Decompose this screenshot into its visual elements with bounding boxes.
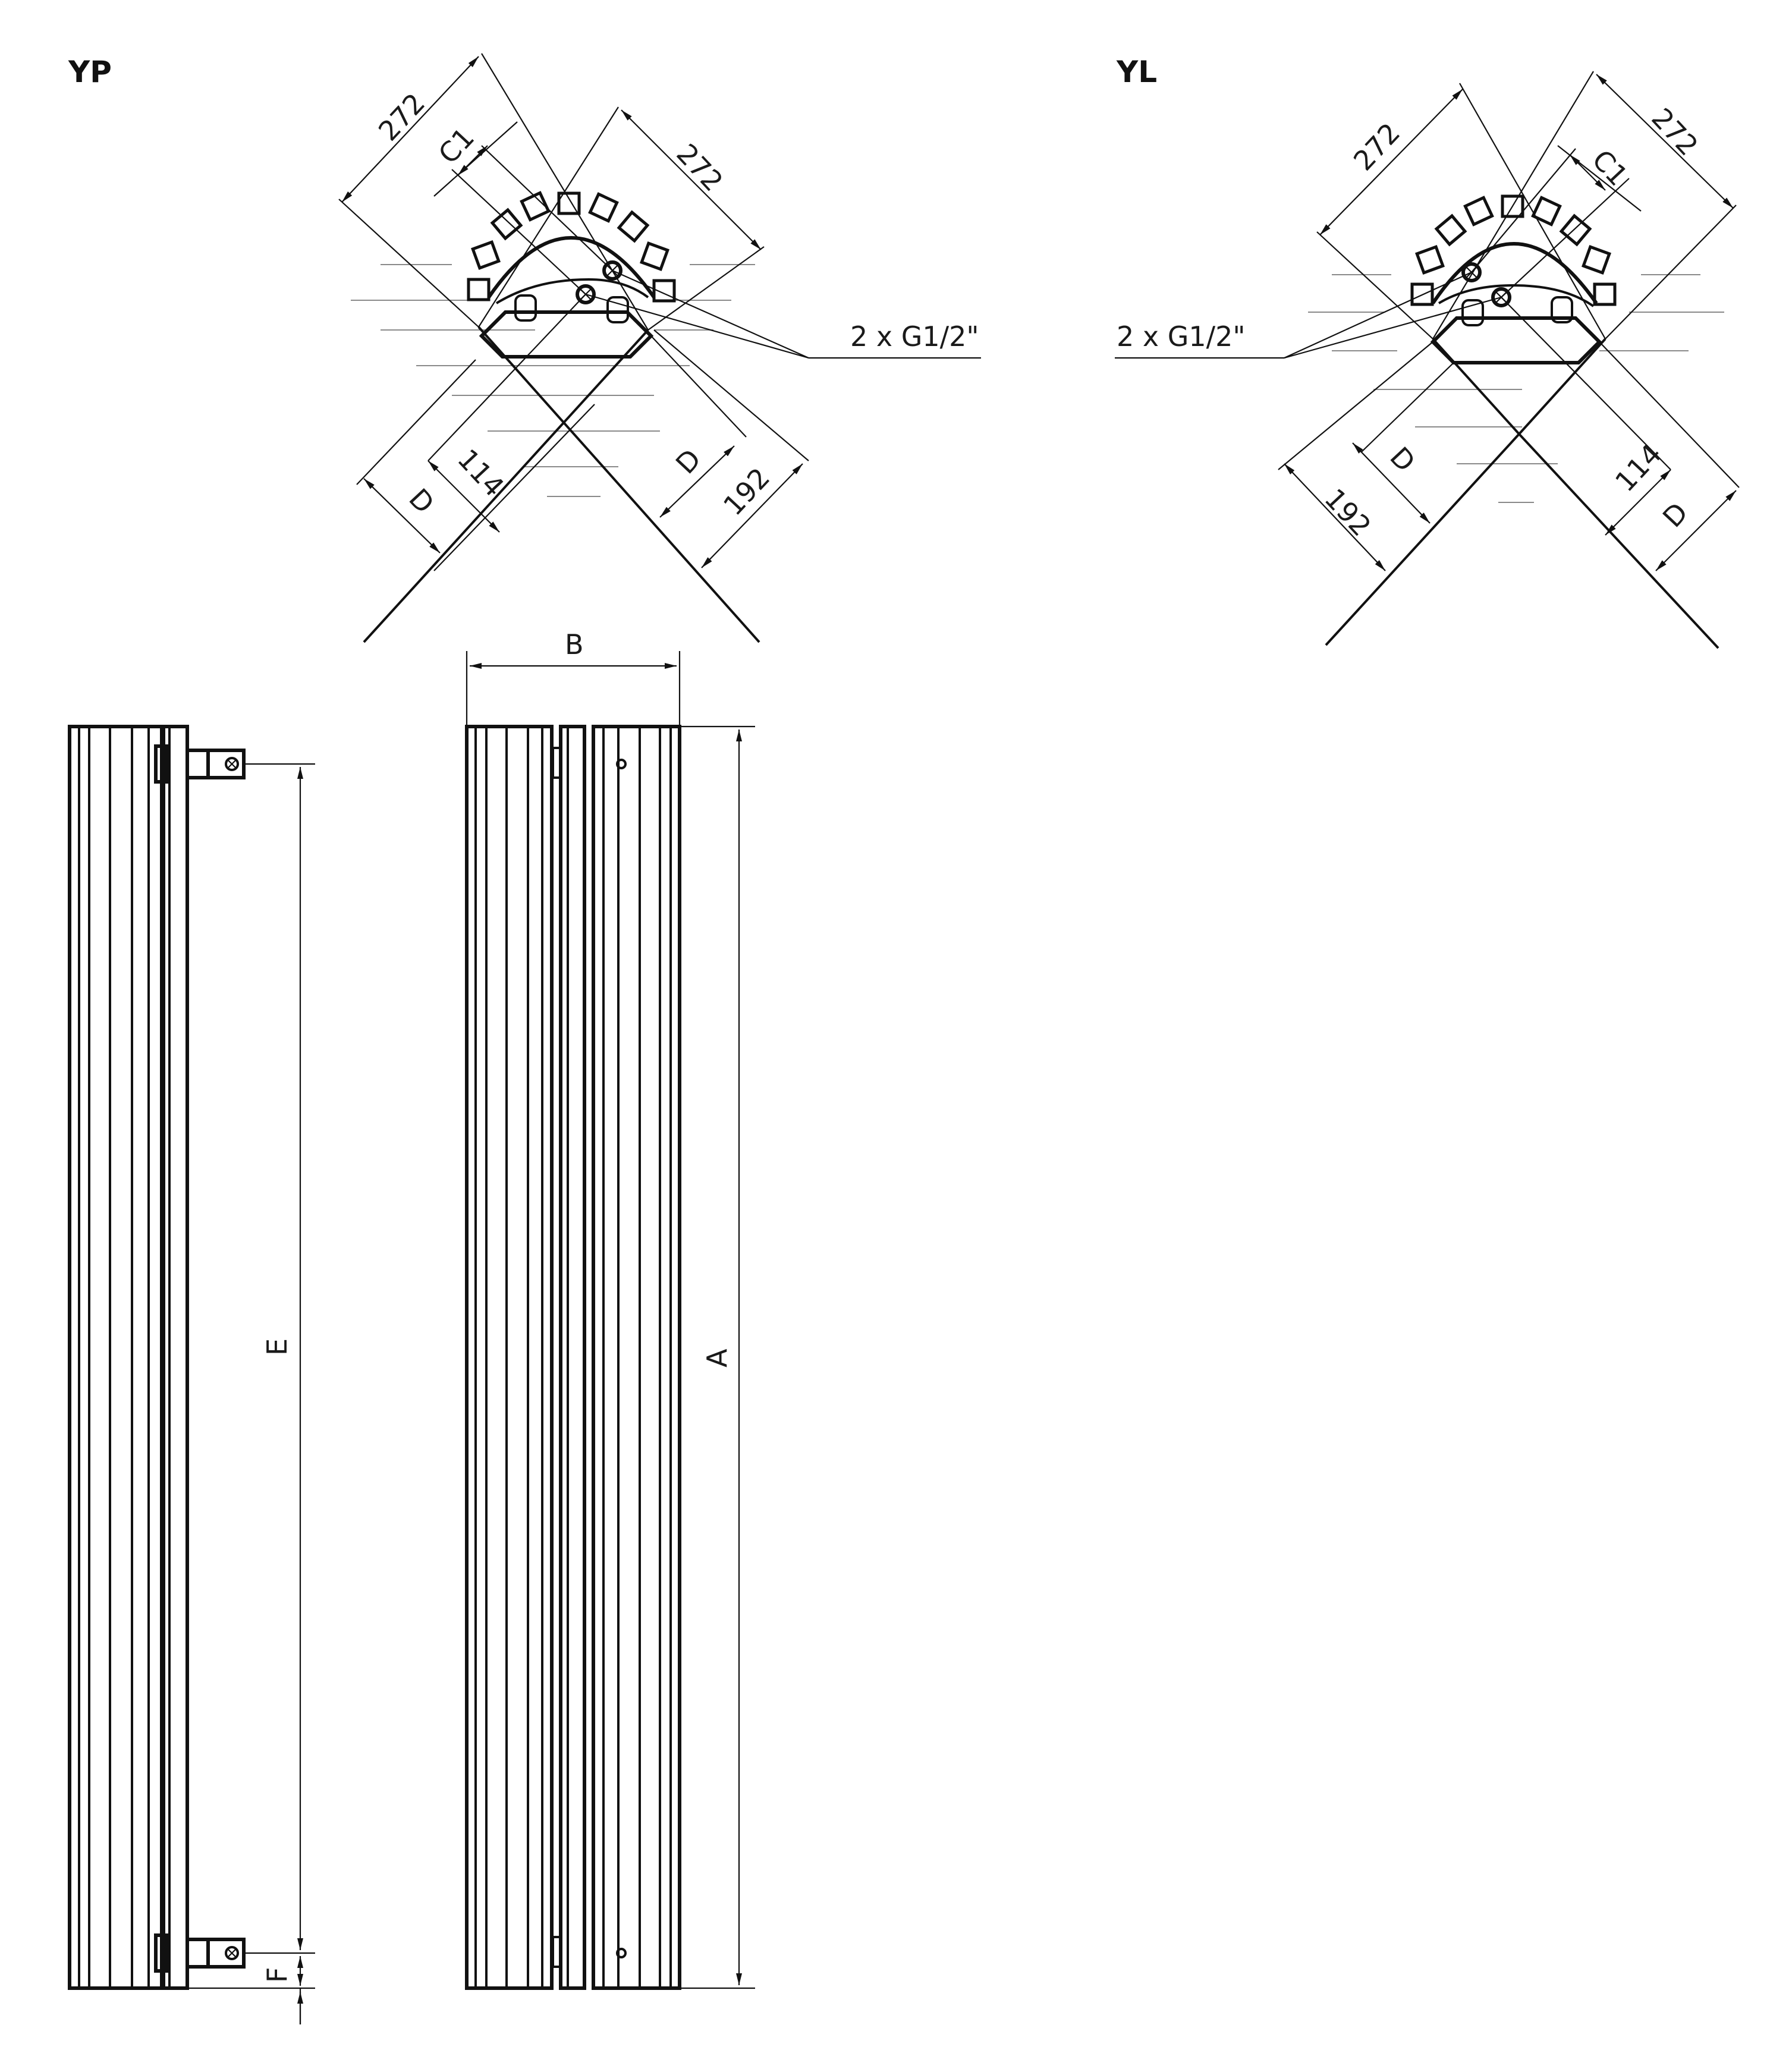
front-dim-a-label: A — [701, 1348, 733, 1367]
yp-radiator-arc — [487, 236, 656, 298]
front-collector — [559, 725, 586, 1990]
yp-dim-272-left-label: 272 — [372, 87, 431, 147]
yl-dim-272-right — [1432, 71, 1737, 339]
yl-dim-114 — [1501, 297, 1671, 536]
yp-connection-leader — [585, 269, 981, 359]
yl-plan-view: YL — [1115, 55, 1740, 649]
yp-dim-d-left — [356, 359, 595, 571]
yp-connection-label: 2 x G1/2" — [850, 320, 979, 353]
yp-dim-114-label: 114 — [451, 443, 510, 503]
side-dim-f — [187, 1956, 315, 2024]
front-left-fins — [474, 727, 543, 1988]
yl-bracket-right — [1551, 296, 1573, 323]
yl-dim-192 — [1278, 341, 1433, 571]
front-elevation: B A — [465, 628, 755, 1990]
side-elevation: E F — [68, 725, 315, 2024]
yp-dim-d-right-label: D — [669, 443, 708, 480]
front-dim-b — [466, 651, 681, 725]
yp-fins — [467, 191, 676, 303]
yp-plan-view: YP — [68, 53, 981, 643]
yp-dim-272-right — [478, 106, 765, 331]
side-dim-e — [244, 763, 315, 1954]
yp-bracket-left — [514, 294, 537, 322]
yl-dim-272-left — [1316, 83, 1606, 339]
yl-title: YL — [1116, 55, 1157, 89]
yl-dim-c1 — [1471, 145, 1642, 298]
yl-connection-leader — [1115, 271, 1502, 359]
side-dim-f-label: F — [261, 1967, 293, 1983]
yl-dim-272-left-label: 272 — [1347, 117, 1406, 177]
yl-dim-d-left — [1352, 362, 1454, 524]
yl-connection-label: 2 x G1/2" — [1117, 320, 1246, 353]
yp-dim-114 — [427, 294, 586, 533]
front-dim-b-label: B — [565, 628, 584, 661]
yp-dim-272-right-label: 272 — [670, 137, 729, 197]
yl-dim-d-left-label: D — [1384, 441, 1422, 478]
yl-radiator-inner — [1438, 284, 1595, 307]
yp-radiator-inner — [495, 278, 649, 304]
yp-dim-d-left-label: D — [403, 482, 441, 520]
yp-radiator-base — [479, 310, 654, 359]
yp-dim-d-right — [650, 335, 747, 518]
yl-dim-114-label: 114 — [1609, 438, 1668, 498]
yp-dim-192-label: 192 — [717, 461, 776, 521]
yp-dim-c1-label: C1 — [432, 121, 480, 170]
yp-title: YP — [68, 55, 112, 89]
side-collector — [162, 725, 189, 1990]
front-right-panel — [592, 725, 681, 1990]
front-left-panel — [465, 725, 554, 1990]
yp-wall-hatch — [351, 264, 755, 497]
yl-bracket-left — [1461, 299, 1484, 326]
yl-wall-hatch — [1308, 274, 1724, 503]
yl-dim-d-right — [1599, 341, 1740, 571]
yp-dim-c1 — [433, 121, 613, 295]
front-fittings — [552, 747, 627, 1968]
yl-corner-walls — [1325, 338, 1719, 649]
yl-dim-272-right-label: 272 — [1645, 102, 1704, 162]
front-dim-a — [680, 725, 755, 1989]
yl-dim-d-right-label: D — [1656, 496, 1694, 534]
yl-radiator-arc — [1431, 242, 1598, 304]
yl-dim-192-label: 192 — [1318, 482, 1377, 542]
yp-dim-192 — [653, 329, 809, 568]
yl-radiator-base — [1430, 316, 1602, 364]
side-radiator-fins — [78, 727, 150, 1988]
yp-corner-walls — [363, 326, 760, 643]
front-right-fins — [602, 727, 672, 1988]
side-dim-e-label: E — [261, 1338, 293, 1356]
side-bottom-fitting — [154, 1933, 246, 1973]
yl-dim-c1-label: C1 — [1586, 143, 1634, 192]
yp-bracket-right — [606, 296, 629, 323]
